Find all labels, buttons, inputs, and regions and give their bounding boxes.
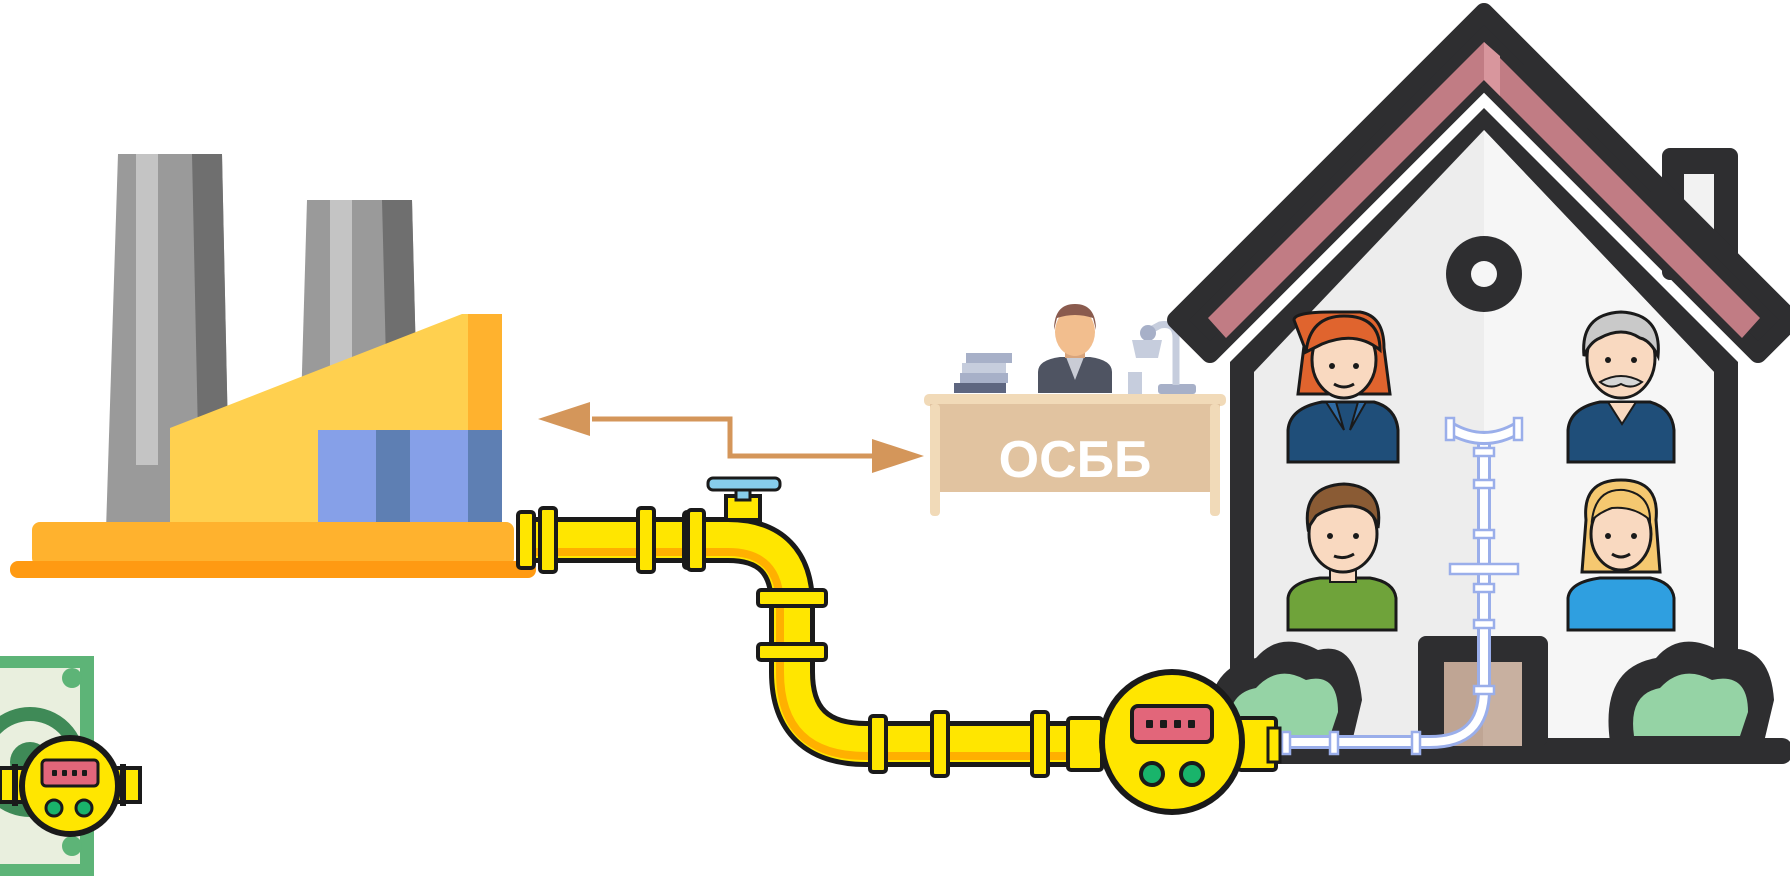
book-stack-icon bbox=[954, 353, 1012, 393]
two-way-arrow-icon bbox=[538, 402, 924, 473]
small-gas-meter-icon bbox=[0, 735, 142, 837]
resident-woman-red-hair bbox=[1286, 310, 1400, 464]
indoor-gas-pipe bbox=[1280, 416, 1524, 756]
resident-young-man bbox=[1286, 482, 1398, 632]
factory-building bbox=[170, 314, 502, 526]
house-window-round bbox=[1446, 236, 1522, 312]
resident-woman-blonde bbox=[1566, 478, 1676, 632]
clerk-icon bbox=[1038, 304, 1112, 393]
house-roof bbox=[1167, 3, 1790, 363]
resident-elderly-man-mustache bbox=[1566, 310, 1676, 464]
desk bbox=[924, 394, 1226, 516]
gas-valve-icon bbox=[706, 476, 782, 522]
factory-base bbox=[10, 522, 536, 578]
pipe-couplings bbox=[516, 506, 1104, 778]
gas-meter-icon bbox=[1099, 669, 1245, 815]
osbb-desk: ОСББ bbox=[924, 304, 1226, 516]
osbb-label: ОСББ bbox=[999, 431, 1152, 489]
factory-icon bbox=[10, 154, 536, 578]
bush-right bbox=[1608, 641, 1774, 742]
pipe-end-connector bbox=[1236, 716, 1282, 772]
gas-pipe-icon bbox=[516, 476, 1282, 778]
house-icon bbox=[1167, 3, 1790, 764]
